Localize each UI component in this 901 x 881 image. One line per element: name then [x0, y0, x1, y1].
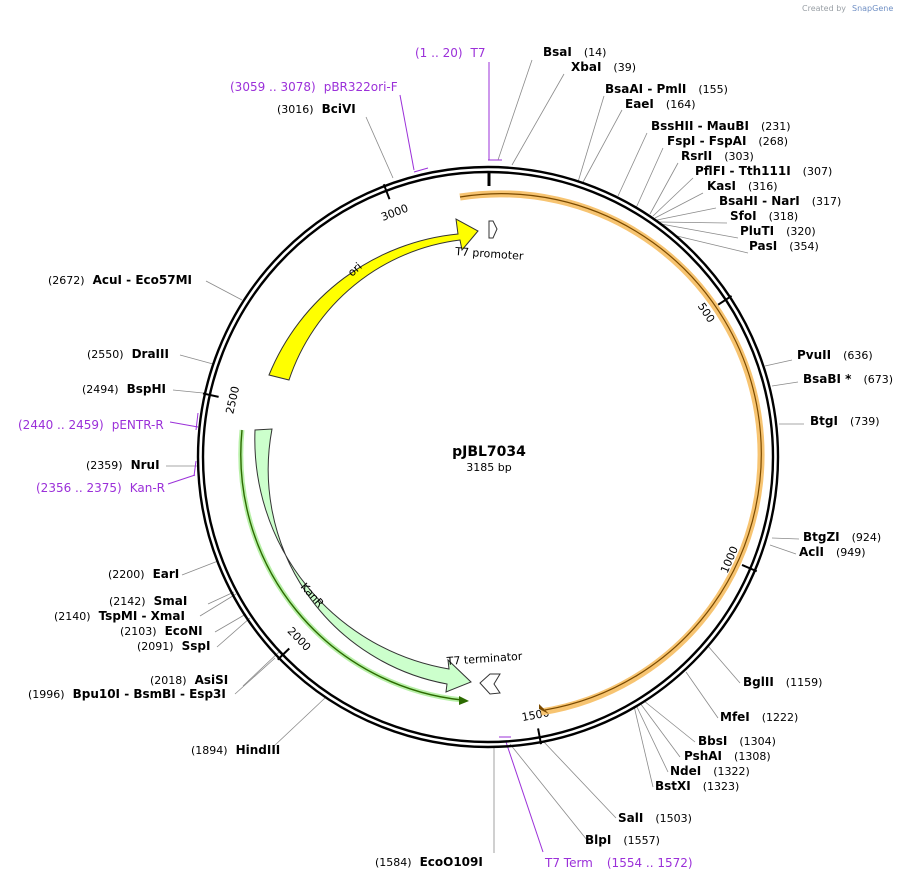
restriction-site-label: (2091)SspI	[137, 639, 210, 653]
restriction-site-label: FspI - FspAI(268)	[667, 134, 788, 148]
restriction-site-label: AclI(949)	[799, 545, 866, 559]
restriction-site-label: (2142)SmaI	[109, 594, 187, 608]
primer-label: (2440 .. 2459)pENTR-R	[18, 418, 164, 432]
leader-lines	[166, 59, 804, 853]
restriction-site-label: (2103)EcoNI	[120, 624, 203, 638]
restriction-site-label: BbsI(1304)	[698, 734, 776, 748]
ori-feature	[268, 218, 479, 381]
restriction-site-label: BlpI(1557)	[585, 833, 660, 847]
primer-label: (1 .. 20)T7	[415, 46, 486, 60]
restriction-site-label: NdeI(1322)	[670, 764, 750, 778]
primer-label: (2356 .. 2375)Kan-R	[36, 481, 165, 495]
restriction-site-label: (2550)DraIII	[87, 347, 169, 361]
tick-mark	[382, 183, 391, 200]
restriction-site-label: SalI(1503)	[618, 811, 692, 825]
tick-mark	[717, 295, 733, 306]
t7-promoter-label: T7 promoter	[454, 245, 524, 263]
restriction-sites: BsaI(14)XbaI(39) BsaAI - PmlI(155)EaeI(16…	[28, 45, 893, 869]
plasmid-length: 3185 bp	[466, 461, 511, 474]
restriction-site-label: BsaBI *(673)	[803, 372, 893, 386]
restriction-site-label: BglII(1159)	[743, 675, 822, 689]
kanr-feature	[254, 428, 472, 693]
restriction-site-label: (2672)AcuI - Eco57MI	[48, 273, 192, 287]
restriction-site-label: MfeI(1222)	[720, 710, 798, 724]
t7-terminator-arrow	[479, 673, 501, 695]
snapgene-logo: SnapGene	[852, 4, 893, 13]
restriction-site-label: (2200)EarI	[108, 567, 179, 581]
restriction-site-label: PflFI - Tth111I(307)	[695, 164, 832, 178]
restriction-site-label: (1996)Bpu10I - BsmBI - Esp3I	[28, 687, 226, 701]
tick-mark	[741, 564, 758, 573]
restriction-site-label: (2140)TspMI - XmaI	[54, 609, 185, 623]
credit-text: Created by	[802, 4, 846, 13]
restriction-site-label: PshAI(1308)	[684, 749, 771, 763]
restriction-site-label: PvuII(636)	[797, 348, 873, 362]
tick-label: 2500	[223, 385, 242, 415]
restriction-site-label: BtgZI(924)	[803, 530, 881, 544]
tick-mark	[277, 647, 290, 661]
restriction-site-label: RsrII(303)	[681, 149, 754, 163]
tick-mark	[202, 392, 219, 398]
orf-arc-line	[459, 193, 762, 711]
restriction-site-label: BstXI(1323)	[655, 779, 739, 793]
restriction-site-label: BsaHI - NarI(317)	[719, 194, 841, 208]
primer-labels: (1 .. 20)T7 (3059 .. 3078)pBR322ori-F (2…	[18, 46, 693, 870]
restriction-site-label: BsaAI - PmlI(155)	[605, 82, 728, 96]
restriction-site-label: PasI(354)	[749, 239, 819, 253]
primer-label: (3059 .. 3078)pBR322ori-F	[230, 80, 398, 94]
restriction-site-label: BtgI(739)	[810, 414, 880, 428]
restriction-site-label: PluTI(320)	[740, 224, 816, 238]
restriction-site-label: BsaI(14)	[543, 45, 606, 59]
primer-label: T7 Term(1554 .. 1572)	[544, 856, 693, 870]
restriction-site-label: KasI(316)	[707, 179, 778, 193]
restriction-site-label: (1894)HindIII	[191, 743, 280, 757]
kanr-orf-line	[240, 429, 463, 701]
restriction-site-label: EaeI(164)	[625, 97, 696, 111]
kanr-orf-arrowhead	[459, 696, 469, 705]
primer-leaders	[167, 62, 544, 853]
restriction-site-label: BssHII - MauBI(231)	[651, 119, 791, 133]
restriction-site-label: (2494)BspHI	[82, 382, 166, 396]
orf-arrowhead	[539, 704, 549, 714]
restriction-site-label: (2018)AsiSI	[150, 673, 228, 687]
tick-label: 3000	[379, 202, 410, 224]
t7-terminator-label: T7 terminator	[445, 650, 523, 668]
restriction-site-label: SfoI(318)	[730, 209, 798, 223]
t7-promoter-arrow	[488, 220, 498, 239]
restriction-site-label: (2359)NruI	[86, 458, 160, 472]
restriction-site-label: (1584)EcoO109I	[375, 855, 483, 869]
restriction-site-label: (3016)BciVI	[277, 102, 356, 116]
restriction-site-label: XbaI(39)	[571, 60, 636, 74]
tick-mark	[537, 728, 542, 745]
plasmid-name: pJBL7034	[452, 444, 526, 460]
backbone-outer	[196, 165, 780, 749]
